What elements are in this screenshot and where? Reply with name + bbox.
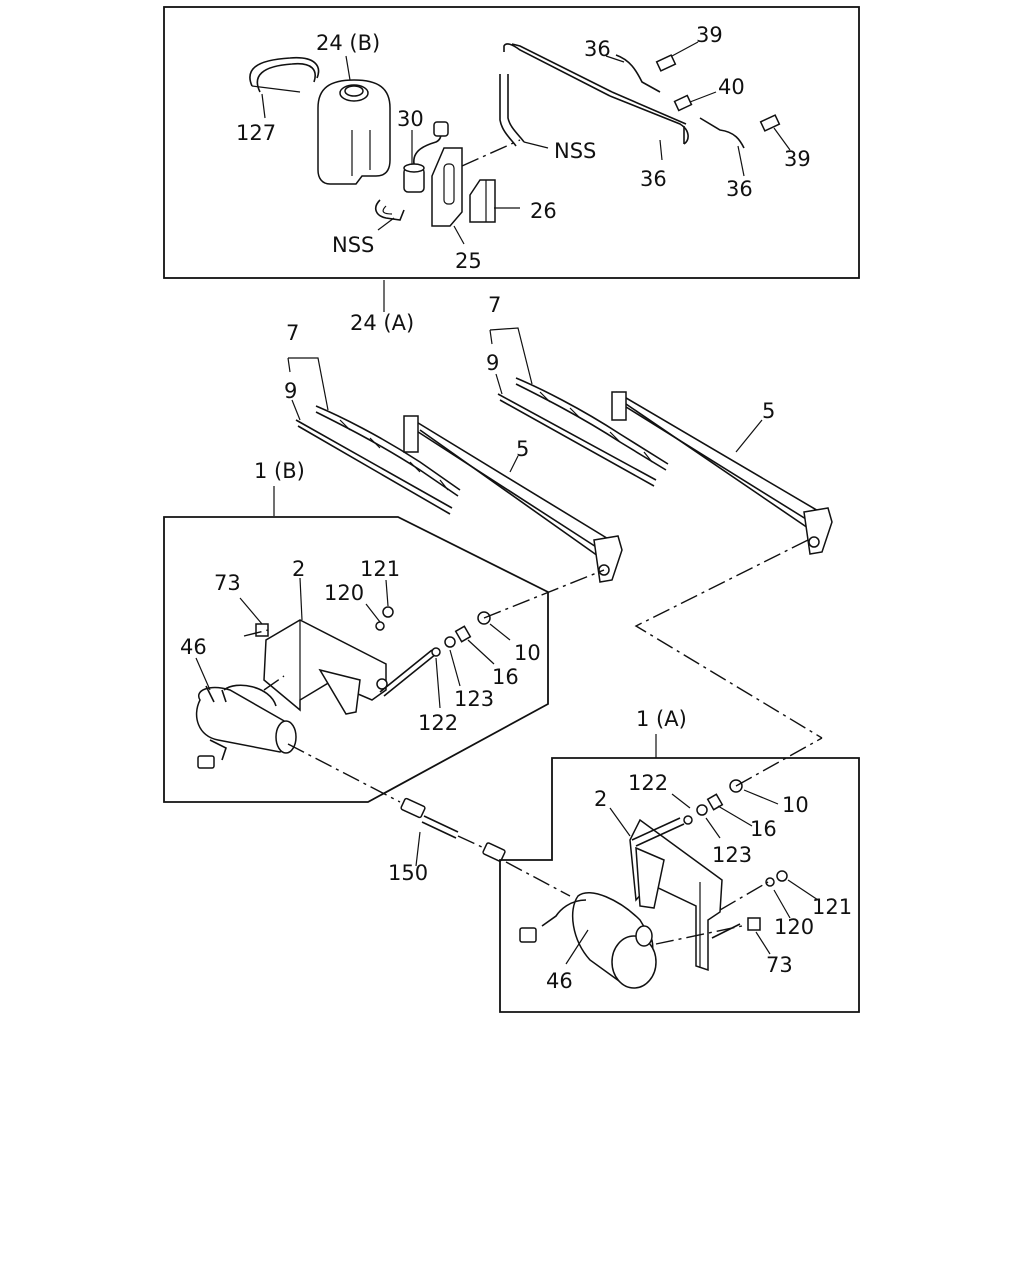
wiper-arm-right [611, 391, 833, 555]
label-73-a: 73 [766, 953, 793, 977]
label-nss-hose: NSS [554, 139, 596, 163]
motor-box-a [499, 757, 860, 1013]
label-nss-small: NSS [332, 233, 374, 257]
label-36-top: 36 [584, 37, 611, 61]
wiper-blade-right [497, 377, 669, 487]
strap-127 [249, 56, 320, 93]
label-123-b: 123 [454, 687, 494, 711]
label-9-left: 9 [284, 379, 297, 403]
label-10-b: 10 [514, 641, 541, 665]
label-5-right: 5 [762, 399, 775, 423]
fasteners-b [255, 606, 491, 697]
label-121-a: 121 [812, 895, 852, 919]
label-36-mid: 36 [640, 167, 667, 191]
motor-bracket-b [263, 619, 388, 715]
label-24a: 24 (A) [350, 311, 414, 335]
label-73-b: 73 [214, 571, 241, 595]
washer-assembly-box [163, 6, 860, 279]
leader-lines-box-b [195, 577, 511, 709]
nozzle-39-top [655, 54, 677, 72]
label-10-a: 10 [782, 793, 809, 817]
label-1b: 1 (B) [254, 459, 305, 483]
label-30: 30 [397, 107, 424, 131]
washer-hose [499, 43, 745, 149]
label-7-left: 7 [286, 321, 299, 345]
callout-labels: 24 (B) 127 30 NSS NSS 25 26 36 39 40 36 … [180, 23, 852, 993]
motor-46-b [195, 684, 297, 769]
label-39-right: 39 [784, 147, 811, 171]
label-36-right: 36 [726, 177, 753, 201]
washer-tank [317, 79, 391, 185]
leader-lines-arms [273, 327, 763, 516]
label-2-b: 2 [292, 557, 305, 581]
label-122-b: 122 [418, 711, 458, 735]
joint-40 [673, 94, 693, 112]
label-24b: 24 (B) [316, 31, 380, 55]
washer-pump [403, 121, 449, 193]
label-127: 127 [236, 121, 276, 145]
label-26: 26 [530, 199, 557, 223]
label-123-a: 123 [712, 843, 752, 867]
label-9-right: 9 [486, 351, 499, 375]
motor-box-b [163, 516, 549, 803]
label-46-b: 46 [180, 635, 207, 659]
pump-bracket [431, 147, 463, 227]
label-2-a: 2 [594, 787, 607, 811]
label-120-b: 120 [324, 581, 364, 605]
motor-46-a [519, 891, 657, 989]
label-150: 150 [388, 861, 428, 885]
label-16-b: 16 [492, 665, 519, 689]
label-120-a: 120 [774, 915, 814, 939]
label-121-b: 121 [360, 557, 400, 581]
label-25: 25 [455, 249, 482, 273]
motor-bracket-a [629, 818, 723, 972]
wiper-arm-left [403, 415, 623, 583]
wiper-blade-left [295, 405, 461, 515]
label-40: 40 [718, 75, 745, 99]
label-39-top: 39 [696, 23, 723, 47]
label-16-a: 16 [750, 817, 777, 841]
leader-lines-top [261, 41, 791, 312]
label-46-a: 46 [546, 969, 573, 993]
tank-bracket [469, 179, 496, 223]
leader-lines-box-a [565, 734, 819, 965]
nss-hose-small [374, 199, 405, 221]
linkage-rod-150 [400, 797, 571, 897]
label-5-left: 5 [516, 437, 529, 461]
nozzle-39-right [759, 114, 781, 132]
label-122-a: 122 [628, 771, 668, 795]
label-1a: 1 (A) [636, 707, 687, 731]
label-7-right: 7 [488, 293, 501, 317]
